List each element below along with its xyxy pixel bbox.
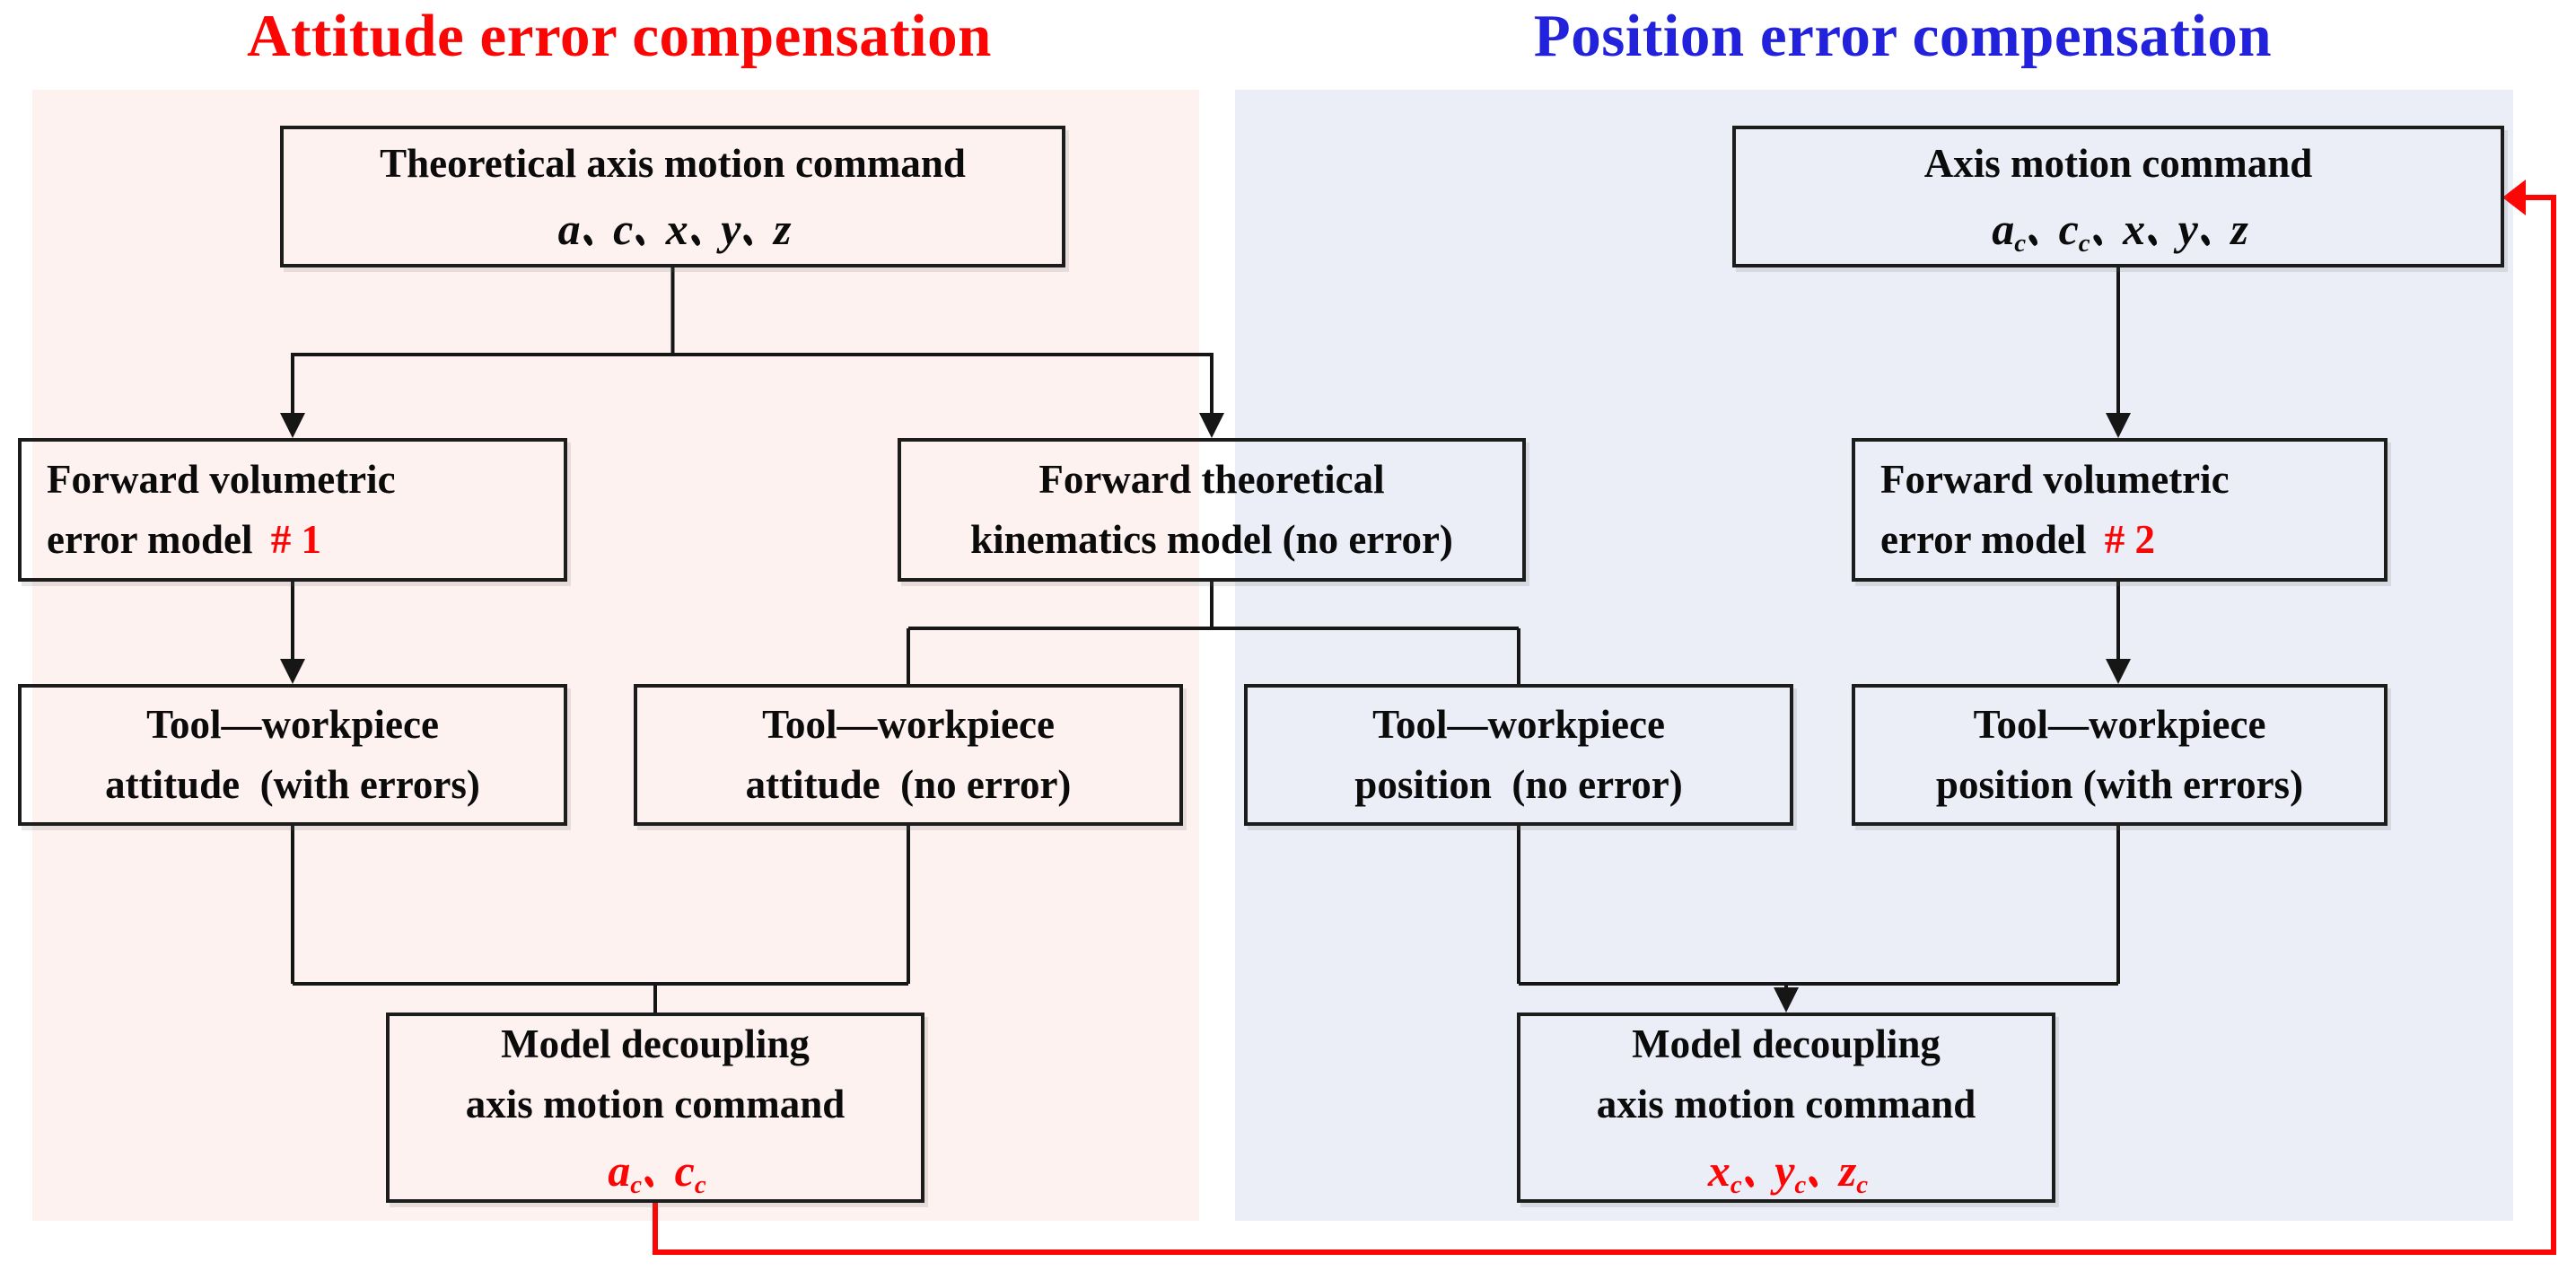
axis-symbol: ac <box>1992 204 2027 259</box>
axis-symbol: a <box>557 204 581 254</box>
enumeration-comma <box>2027 233 2039 247</box>
position-section-title: Position error compensation <box>1533 3 2273 69</box>
box-forward-theoretical-kinematics-model: Forward theoretical kinematics model (no… <box>898 438 1526 582</box>
axis-symbol: cc <box>2058 204 2090 259</box>
box-tool-workpiece-attitude-with-errors: Tool—workpiece attitude (with errors) <box>18 684 567 826</box>
box-text-line2: attitude (with errors) <box>105 762 480 807</box>
enumeration-comma <box>1743 1175 1756 1188</box>
axis-symbol: cc <box>674 1144 706 1199</box>
axis-symbol: x <box>665 204 688 254</box>
enumeration-comma <box>2199 233 2212 247</box>
box-text-line2: axis motion command <box>465 1082 846 1127</box>
axis-symbol: z <box>2230 204 2248 254</box>
axis-symbol: yc <box>1774 1144 1807 1199</box>
enumeration-comma <box>635 233 646 247</box>
box-text-line1: Tool—workpiece <box>1372 701 1665 747</box>
enumeration-comma <box>582 233 594 247</box>
enumeration-comma <box>2146 233 2159 247</box>
model-number-tag: # 1 <box>270 517 322 562</box>
box-text-line1: Tool—workpiece <box>762 701 1055 747</box>
box-text-line1: Tool—workpiece <box>1973 701 2266 747</box>
arrowhead-into-kinematics <box>1199 413 1224 438</box>
enumeration-comma <box>742 233 755 247</box>
axis-symbol: xc <box>1707 1144 1742 1199</box>
box-text-line2: error model # 1 <box>47 510 321 571</box>
box-text-line1: Forward theoretical <box>1038 456 1385 502</box>
box-tool-workpiece-position-no-error: Tool—workpiece position (no error) <box>1244 684 1793 826</box>
box-tool-workpiece-attitude-no-error: Tool—workpiece attitude (no error) <box>634 684 1183 826</box>
box-text-line2: axis motion command <box>1596 1082 1976 1127</box>
box-text-line1: Forward volumetric <box>1880 456 2230 502</box>
box-title: Axis motion command <box>1923 140 2313 186</box>
box-tool-workpiece-position-with-errors: Tool—workpiece position (with errors) <box>1852 684 2388 826</box>
box-text-line1: Forward volumetric <box>47 456 396 502</box>
box-text-line2: position (with errors) <box>1935 762 2304 807</box>
attitude-section-title: Attitude error compensation <box>247 3 992 69</box>
box-text: error model <box>47 517 253 562</box>
axis-symbol: y <box>2177 204 2198 254</box>
axis-symbol: y <box>721 204 741 254</box>
axis-symbol: x <box>2123 204 2146 254</box>
enumeration-comma <box>1808 1175 1819 1188</box>
axis-symbol: z <box>773 204 792 254</box>
box-text-line1: Model decoupling <box>501 1021 810 1066</box>
box-forward-volumetric-error-model-2: Forward volumetric error model # 2 <box>1852 438 2388 582</box>
enumeration-comma <box>2091 233 2104 247</box>
axis-symbol: zc <box>1838 1144 1869 1199</box>
enumeration-comma <box>643 1175 655 1188</box>
box-text-line1: Tool—workpiece <box>146 701 439 747</box>
enumeration-comma <box>689 233 702 247</box>
box-text-line2: position (no error) <box>1354 762 1683 807</box>
box-text-line2: kinematics model (no error) <box>970 517 1453 562</box>
box-title: Theoretical axis motion command <box>380 140 966 186</box>
axis-symbol: c <box>613 204 634 254</box>
box-text-line2: attitude (no error) <box>745 762 1072 807</box>
box-forward-volumetric-error-model-1: Forward volumetric error model # 1 <box>18 438 567 582</box>
box-text-line1: Model decoupling <box>1632 1021 1941 1066</box>
box-text-line2: error model # 2 <box>1880 510 2155 571</box>
model-number-tag: # 2 <box>2104 517 2156 562</box>
axis-symbol: ac <box>608 1144 643 1199</box>
box-text: error model <box>1880 517 2087 562</box>
